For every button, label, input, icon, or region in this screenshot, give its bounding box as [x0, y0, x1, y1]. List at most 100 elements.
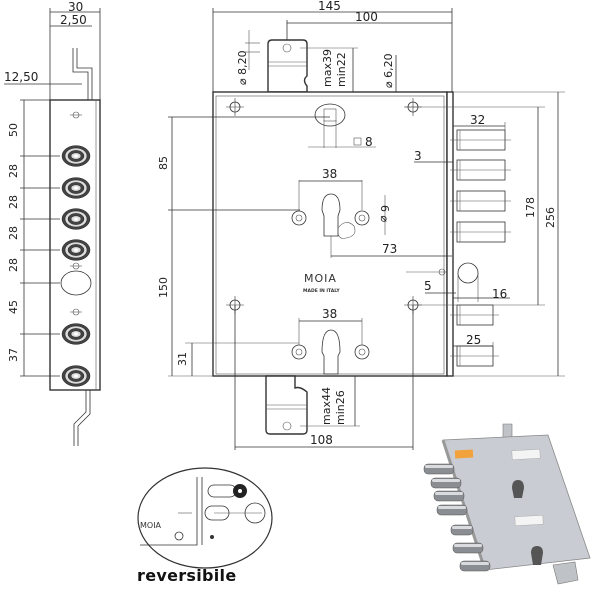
side-bolt-icon: [61, 239, 91, 261]
front-view: 145 100 ⌀ 8,20 max39 min22 ⌀ 6,20 8: [157, 0, 565, 450]
dim-16: 16: [492, 287, 507, 301]
spindle-square: [323, 108, 337, 122]
spindle-hub: [314, 103, 346, 127]
front-bolt: [450, 159, 511, 181]
dim-6-20-value: 6,20: [382, 53, 395, 78]
front-bolt: [450, 190, 511, 212]
dim-8-20-value: 8,20: [236, 50, 249, 75]
dim-5: 5: [424, 279, 432, 293]
photo-brand-sticker: [454, 449, 474, 459]
dim-8: 8: [365, 135, 373, 149]
front-bolts: [450, 129, 511, 367]
reversible-label: reversibile: [137, 566, 237, 585]
detail-circle: [137, 467, 273, 569]
dim-6-20: ⌀ 6,20: [382, 53, 395, 88]
dim-25: 25: [466, 333, 481, 347]
mounting-hole-icon: [226, 98, 244, 116]
photo-bolts: [423, 463, 491, 572]
dim-6: 6 ⌀: [378, 205, 391, 222]
photo-top-tab: [502, 423, 513, 439]
lock-case: [212, 91, 448, 377]
front-faceplate: [446, 91, 454, 377]
dim-100: 100: [355, 10, 378, 24]
dim-85: 85: [157, 156, 170, 170]
photo-label: [511, 449, 541, 460]
photo-bolt: [423, 463, 455, 475]
dim-12-50: 12,50: [4, 70, 38, 84]
latch: [457, 262, 479, 284]
side-bolt-icon: [61, 208, 91, 230]
dim-108: 108: [310, 433, 333, 447]
dim-145: 145: [318, 0, 341, 13]
dim-28: 28: [7, 164, 20, 178]
detail-brand: MOIA: [140, 521, 162, 530]
dim-178: 178: [524, 197, 537, 218]
dim-256: 256: [544, 207, 557, 228]
dim-32: 32: [470, 113, 485, 127]
detail-bolt-center: [238, 489, 242, 493]
dim-min26: min26: [334, 390, 347, 425]
detail-dot: [210, 535, 214, 539]
photo-bolt: [436, 504, 468, 516]
brand-subtitle: MADE IN ITALY: [303, 288, 340, 294]
dim-50: 50: [7, 123, 20, 137]
photo-bolt: [433, 490, 465, 502]
dim-28: 28: [7, 258, 20, 272]
front-bolt: [450, 345, 499, 367]
dim-45: 45: [7, 300, 20, 314]
upper-cylinder-cutout: [321, 193, 341, 237]
side-bolt-icon: [61, 323, 91, 345]
side-bolts: [61, 145, 91, 387]
dim-28: 28: [7, 226, 20, 240]
brand-logo: MOIA: [304, 272, 337, 285]
dim-8-20: ⌀ 8,20: [236, 50, 249, 85]
dim-150: 150: [157, 277, 170, 298]
dim-max44: max44: [320, 387, 333, 425]
latch-pin-head: [438, 268, 446, 276]
dim-73: 73: [382, 242, 397, 256]
photo-bottom-tab: [552, 561, 579, 585]
photo-cylinder-hole: [512, 480, 524, 498]
side-bolt-icon: [61, 177, 91, 199]
dim-38-top: 38: [322, 167, 337, 181]
product-photo: [423, 423, 591, 585]
dim-max39: max39: [321, 49, 334, 87]
dim-30: 30: [68, 0, 83, 14]
cylinder-fix-screw: [354, 210, 370, 226]
side-latch: [60, 270, 92, 296]
photo-bolt: [450, 524, 474, 536]
top-rod: [72, 48, 93, 100]
dim-38-bottom: 38: [322, 307, 337, 321]
photo-bolt: [459, 560, 491, 572]
small-hole: [70, 262, 82, 270]
detail-case-edge: [140, 477, 203, 546]
photo-bolt: [430, 477, 462, 489]
dim-6-value: 6: [378, 205, 391, 212]
front-bolt: [450, 304, 499, 326]
bottom-rod: [73, 390, 91, 446]
front-bolt: [450, 129, 511, 151]
photo-bolt: [452, 542, 484, 554]
dim-min22: min22: [335, 52, 348, 87]
cylinder-fix-screw: [291, 210, 307, 226]
dim-37: 37: [7, 348, 20, 362]
dim-31: 31: [176, 352, 189, 366]
side-bolt-icon: [61, 365, 91, 387]
small-hole: [70, 308, 82, 316]
square-symbol-icon: [353, 137, 362, 146]
dim-3: 3: [414, 149, 422, 163]
dim-2-50: 2,50: [60, 13, 87, 27]
lower-cylinder-cutout: [321, 329, 341, 375]
side-view: 30 2,50 12,50: [4, 0, 101, 446]
side-bolt-icon: [61, 145, 91, 167]
tab-hole: [282, 43, 292, 53]
cam-cutout: [337, 222, 356, 239]
detail-hole: [174, 531, 184, 541]
tab-hole: [282, 421, 292, 431]
photo-cylinder-hole: [531, 546, 543, 565]
front-bolt: [450, 221, 511, 243]
dim-28: 28: [7, 195, 20, 209]
photo-label: [514, 515, 544, 526]
reversible-detail: MOIA: [137, 467, 273, 569]
